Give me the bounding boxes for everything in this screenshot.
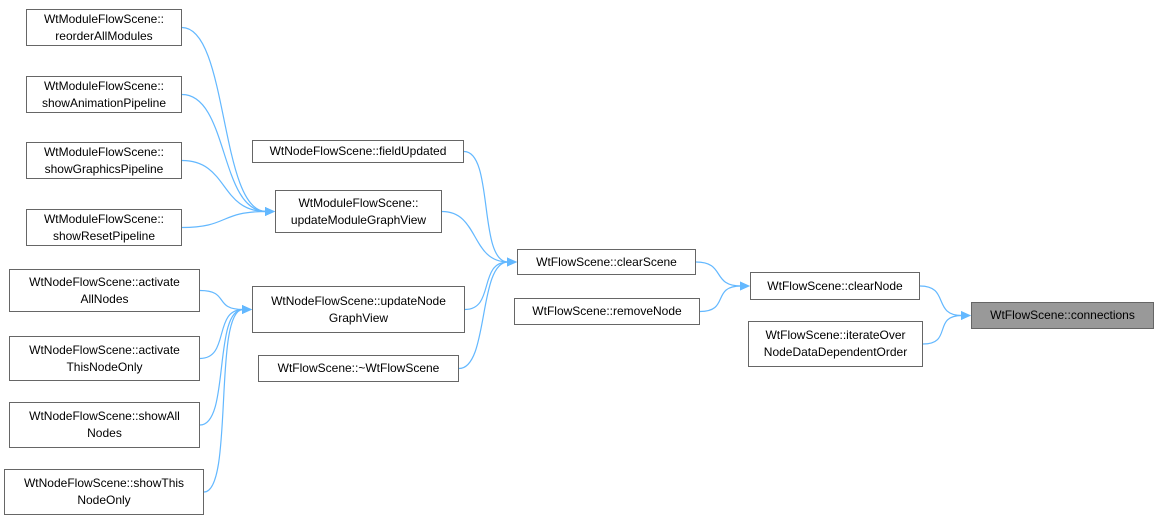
node-label: WtModuleFlowScene:: showResetPipeline [43, 211, 165, 243]
edge-dtor-to-clearScene [458, 261, 509, 370]
edge-clearScene-to-clearNode [695, 261, 742, 287]
edge-updateModule-to-clearScene [441, 210, 509, 263]
node-label: WtModuleFlowScene:: updateModuleGraphVie… [290, 195, 427, 227]
node-label: WtNodeFlowScene::showAll Nodes [29, 409, 180, 440]
node-label: WtNodeFlowScene::activate AllNodes [29, 274, 180, 306]
arrowhead [242, 305, 252, 314]
node-label: WtFlowScene::connections [990, 308, 1135, 322]
node-update-module-graph-view[interactable]: WtModuleFlowScene:: updateModuleGraphVie… [275, 190, 442, 233]
node-label: WtNodeFlowScene::activate ThisNodeOnly [29, 342, 180, 374]
node-wtflowscene-destructor[interactable]: WtFlowScene::~WtFlowScene [258, 355, 459, 382]
node-update-node-graph-view[interactable]: WtNodeFlowScene::updateNode GraphView [252, 286, 465, 333]
edge-removeNode-to-clearNode [699, 285, 742, 313]
node-label: WtFlowScene::~WtFlowScene [277, 361, 440, 375]
node-label: WtModuleFlowScene:: showGraphicsPipeline [43, 144, 165, 176]
node-label: WtNodeFlowScene::updateNode GraphView [271, 293, 446, 325]
node-show-reset-pipeline[interactable]: WtModuleFlowScene:: showResetPipeline [26, 209, 182, 246]
node-label: WtFlowScene::clearScene [536, 254, 677, 269]
node-show-this-node-only[interactable]: WtNodeFlowScene::showThis NodeOnly [4, 469, 204, 515]
node-label: WtModuleFlowScene:: showAnimationPipelin… [41, 78, 167, 110]
node-field-updated[interactable]: WtNodeFlowScene::fieldUpdated [252, 140, 464, 163]
edge-updateNode-to-clearScene [464, 261, 509, 311]
edge-iterate-to-connections [922, 314, 963, 345]
edge-showThis-to-updateNode [203, 308, 244, 493]
node-reorder-all-modules[interactable]: WtModuleFlowScene:: reorderAllModules [26, 9, 182, 46]
edge-showReset-to-updateModule [181, 210, 267, 229]
node-activate-this-node-only[interactable]: WtNodeFlowScene::activate ThisNodeOnly [9, 336, 200, 381]
arrowhead [961, 311, 971, 320]
node-connections-focus: WtFlowScene::connections [971, 302, 1154, 329]
edge-clearNode-to-connections [919, 285, 963, 317]
node-remove-node[interactable]: WtFlowScene::removeNode [514, 298, 700, 325]
arrowhead [507, 257, 517, 267]
node-show-all-nodes[interactable]: WtNodeFlowScene::showAll Nodes [9, 402, 200, 448]
node-activate-all-nodes[interactable]: WtNodeFlowScene::activate AllNodes [9, 269, 200, 312]
node-label: WtNodeFlowScene::fieldUpdated [269, 144, 447, 158]
node-label: WtFlowScene::clearNode [767, 278, 903, 293]
edge-activateThis-to-updateNode [199, 308, 244, 360]
node-label: WtFlowScene::iterateOver NodeDataDepende… [763, 328, 908, 359]
edge-activateAll-to-updateNode [199, 289, 244, 311]
node-clear-node[interactable]: WtFlowScene::clearNode [750, 272, 920, 300]
node-clear-scene[interactable]: WtFlowScene::clearScene [517, 249, 696, 275]
edge-reorder-to-updateModule [181, 26, 267, 213]
node-show-animation-pipeline[interactable]: WtModuleFlowScene:: showAnimationPipelin… [26, 76, 182, 113]
edge-fieldUpdated-to-clearScene [463, 150, 509, 263]
edge-showAnim-to-updateModule [181, 93, 267, 213]
node-label: WtFlowScene::removeNode [532, 304, 682, 318]
node-show-graphics-pipeline[interactable]: WtModuleFlowScene:: showGraphicsPipeline [26, 142, 182, 179]
edge-showAll-to-updateNode [199, 308, 244, 426]
edge-showGraphics-to-updateModule [181, 159, 267, 213]
arrowhead [740, 281, 750, 291]
arrowhead [265, 207, 275, 216]
node-label: WtNodeFlowScene::showThis NodeOnly [23, 476, 185, 507]
node-iterate-over-node-data-dependent-order[interactable]: WtFlowScene::iterateOver NodeDataDepende… [748, 321, 923, 367]
node-label: WtModuleFlowScene:: reorderAllModules [43, 11, 165, 43]
